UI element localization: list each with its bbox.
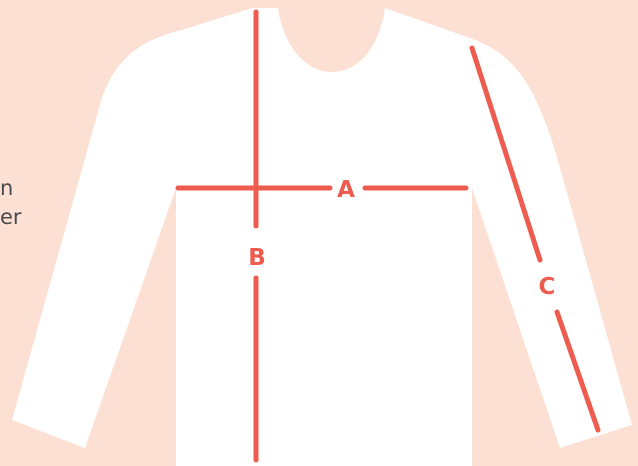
long-sleeve-shirt-shape [12, 8, 632, 466]
measure-label-c: C [539, 274, 556, 300]
instruction-text-fragment: n er [0, 174, 22, 232]
instruction-text-line-1: n [0, 176, 14, 200]
measure-label-b: B [248, 245, 266, 271]
measure-label-a: A [337, 177, 355, 203]
measure-line-c-top [469, 45, 543, 263]
instruction-text-line-2: er [0, 205, 22, 229]
measure-line-c-bottom [554, 309, 601, 433]
